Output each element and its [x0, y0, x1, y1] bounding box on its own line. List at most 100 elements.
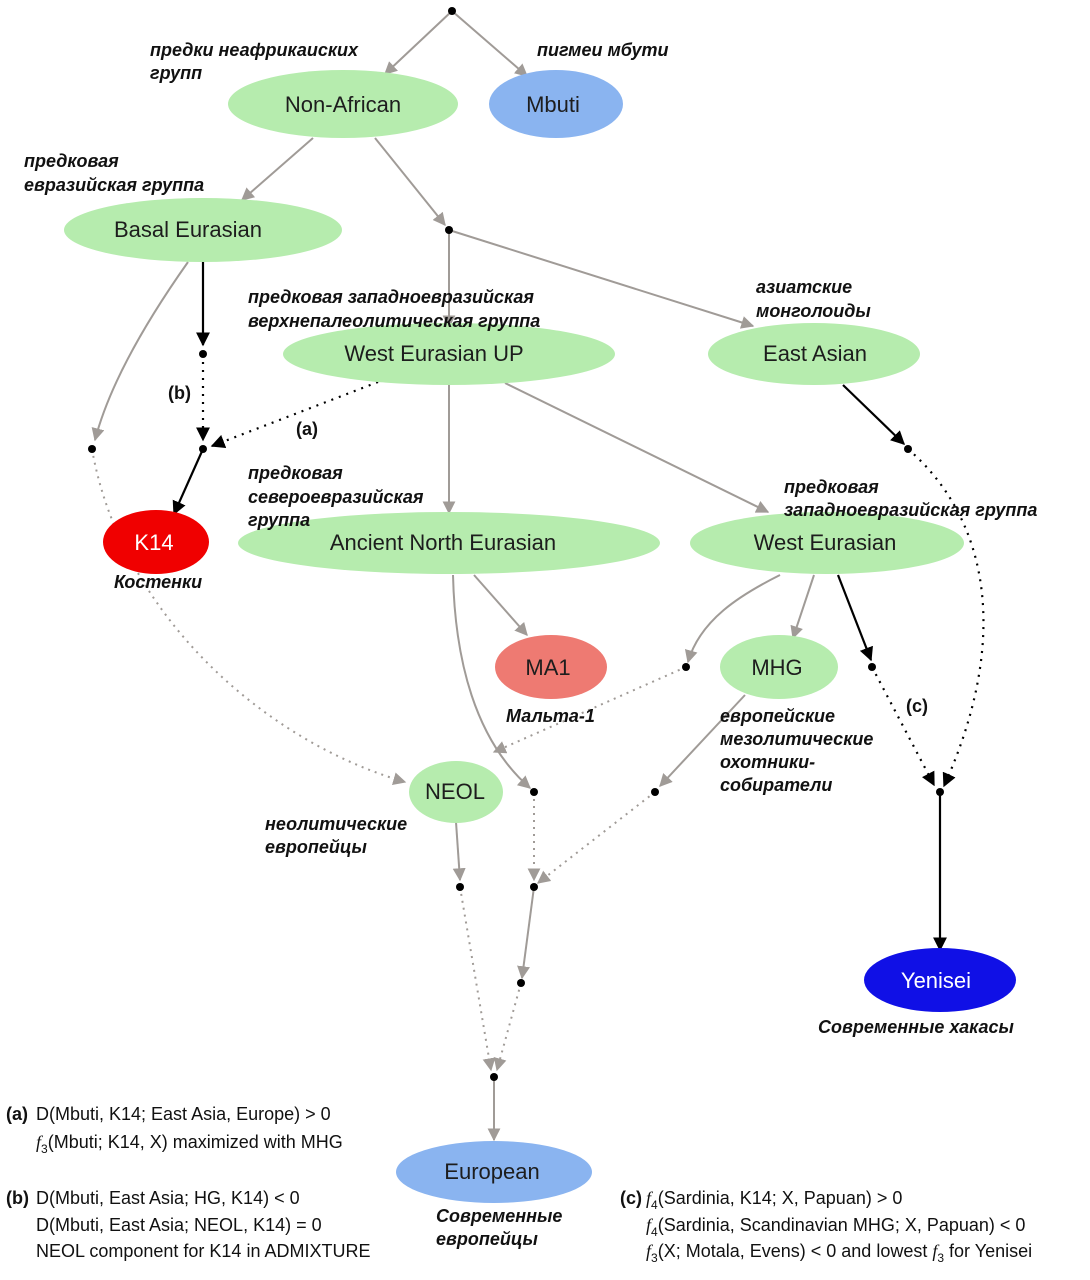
junction-dot: [530, 788, 538, 796]
annotation: Современные: [436, 1206, 562, 1226]
note-line: f3(X; Motala, Evens) < 0 and lowest f3 f…: [646, 1241, 1032, 1265]
note-line: D(Mbuti, East Asia; NEOL, K14) = 0: [36, 1215, 322, 1235]
annotation: охотники-: [720, 752, 815, 772]
node-label: East Asian: [763, 341, 867, 366]
node-label: West Eurasian UP: [344, 341, 523, 366]
node-label: Non-African: [285, 92, 401, 117]
edge-root-mbuti: [451, 10, 528, 77]
junction-dot: [448, 7, 456, 15]
edge-we-dot-c: [836, 574, 873, 662]
node-ma1: MA1: [495, 635, 607, 699]
junction-dot: [682, 663, 690, 671]
junction-dot: [199, 445, 207, 453]
edge-tag-b: (b): [168, 383, 191, 403]
note-line: NEOL component for K14 in ADMIXTURE: [36, 1241, 370, 1261]
note-line: f4(Sardinia, Scandinavian MHG; X, Papuan…: [646, 1215, 1025, 1239]
edge-we-dot: [684, 574, 781, 664]
edge-ane-dot: [452, 574, 531, 789]
annotation: предки неафрикаиских: [150, 40, 359, 60]
edge-we-mhg: [790, 574, 815, 640]
annotations: предки неафрикаиских групп пигмеи мбути …: [24, 40, 1037, 1249]
junction-dot: [651, 788, 659, 796]
node-label: MA1: [525, 655, 570, 680]
node-k14: K14: [103, 510, 209, 574]
node-ancient-north-eurasian: Ancient North Eurasian: [238, 512, 660, 574]
edge-tag-a: (a): [296, 419, 318, 439]
note-line: f3(Mbuti; K14, X) maximized with MHG: [36, 1132, 343, 1156]
edge-tags: (b) (a) (c): [168, 383, 928, 716]
node-basal-eurasian: Basal Eurasian: [64, 198, 342, 262]
note-c: (c) f4(Sardinia, K14; X, Papuan) > 0 f4(…: [620, 1188, 1032, 1265]
node-label: MHG: [751, 655, 802, 680]
note-tag: (c): [620, 1188, 642, 1208]
annotation: предковая: [24, 151, 119, 171]
edges: [91, 10, 985, 1142]
node-label: West Eurasian: [754, 530, 897, 555]
node-label: Ancient North Eurasian: [330, 530, 556, 555]
annotation: пигмеи мбути: [537, 40, 669, 60]
annotation: группа: [248, 510, 310, 530]
node-non-african: Non-African: [228, 70, 458, 138]
annotation: Костенки: [114, 572, 202, 592]
node-label: NEOL: [425, 779, 485, 804]
junction-dot: [445, 226, 453, 234]
node-european: European: [396, 1141, 592, 1203]
edge-dot-k14: [172, 448, 205, 516]
annotation: европейцы: [265, 837, 368, 857]
annotation: евразийская группа: [24, 175, 204, 195]
note-line: D(Mbuti, K14; East Asia, Europe) > 0: [36, 1104, 331, 1124]
edge-a-dotted: [210, 380, 379, 448]
edge-c-dotted: [871, 666, 935, 787]
node-west-eurasian-up: West Eurasian UP: [283, 323, 615, 385]
node-yenisei: Yenisei: [864, 948, 1016, 1012]
junction-dot: [936, 788, 944, 796]
junction-dot: [868, 663, 876, 671]
edge-root-nonafrican: [384, 10, 453, 75]
edge-dot-dot-4: [536, 791, 656, 884]
node-mbuti: Mbuti: [489, 70, 623, 138]
note-line: f4(Sardinia, K14; X, Papuan) > 0: [646, 1188, 902, 1212]
junction-dot: [490, 1073, 498, 1081]
edge-dot-junction: [459, 886, 496, 1072]
junction-dot: [904, 445, 912, 453]
annotation: европейцы: [436, 1229, 539, 1249]
annotation: предковая: [248, 463, 343, 483]
node-west-eurasian: West Eurasian: [690, 512, 964, 574]
annotation: предковая: [784, 477, 879, 497]
edge-tag-c: (c): [906, 696, 928, 716]
edge-nonafrican-basal: [241, 137, 314, 201]
edge-basal-dot: [91, 261, 189, 442]
edge-nonafrican-junction: [374, 137, 446, 227]
edge-neol-dot: [452, 821, 466, 882]
node-label: Mbuti: [526, 92, 580, 117]
annotation: Современные хакасы: [818, 1017, 1014, 1037]
node-east-asian: East Asian: [708, 323, 920, 385]
edge-ane-ma1: [473, 574, 528, 636]
annotation: североевразийская: [248, 487, 424, 507]
note-b: (b) D(Mbuti, East Asia; HG, K14) < 0 D(M…: [6, 1188, 370, 1261]
node-mhg: MHG: [720, 635, 838, 699]
node-label: Yenisei: [901, 968, 971, 993]
annotation: Мальта-1: [506, 706, 595, 726]
edge-eastasian-dot: [842, 384, 906, 445]
junction-dots: [88, 7, 944, 1081]
node-label: European: [444, 1159, 539, 1184]
annotation: европейские: [720, 706, 835, 726]
annotation: собиратели: [720, 775, 832, 795]
node-label: Basal Eurasian: [114, 217, 262, 242]
note-a: (a) D(Mbuti, K14; East Asia, Europe) > 0…: [6, 1104, 343, 1156]
junction-dot: [199, 350, 207, 358]
annotation: групп: [150, 63, 202, 83]
junction-dot: [530, 883, 538, 891]
annotation: азиатские: [756, 277, 852, 297]
annotation: неолитические: [265, 814, 407, 834]
node-label: K14: [134, 530, 173, 555]
edge-junction-eastasian: [448, 229, 755, 329]
annotation: мезолитические: [720, 729, 873, 749]
note-line: D(Mbuti, East Asia; HG, K14) < 0: [36, 1188, 300, 1208]
junction-dot: [517, 979, 525, 987]
junction-dot: [88, 445, 96, 453]
edge-mhg-dot: [659, 694, 746, 787]
annotation: предковая западноевразийская: [248, 287, 534, 307]
